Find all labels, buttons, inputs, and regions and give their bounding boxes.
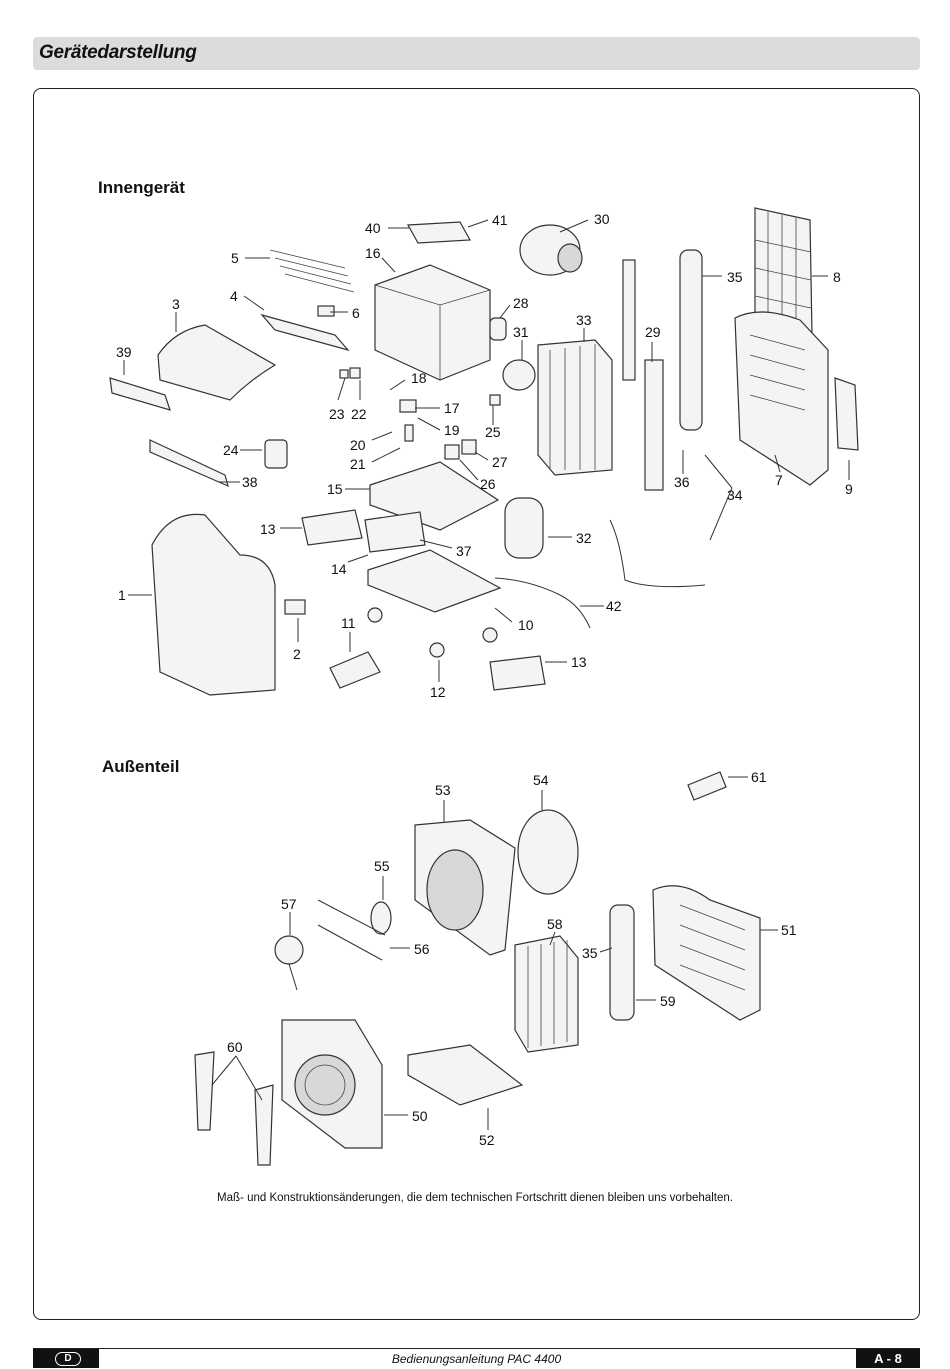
callout-15: 15	[327, 481, 343, 497]
callout-60: 60	[227, 1039, 243, 1055]
callout-21: 21	[350, 456, 366, 472]
callout-13b: 13	[571, 654, 587, 670]
callout-35b: 35	[582, 945, 598, 961]
callout-24: 24	[223, 442, 239, 458]
callout-29: 29	[645, 324, 661, 340]
callout-61: 61	[751, 769, 767, 785]
callout-35: 35	[727, 269, 743, 285]
callout-58: 58	[547, 916, 563, 932]
callout-1: 1	[118, 587, 126, 603]
callout-20: 20	[350, 437, 366, 453]
page-title: Gerätedarstellung	[39, 42, 197, 63]
callout-19: 19	[444, 422, 460, 438]
language-badge: D	[33, 1349, 99, 1368]
callout-16: 16	[365, 245, 381, 261]
callout-50: 50	[412, 1108, 428, 1124]
callout-8: 8	[833, 269, 841, 285]
callout-3: 3	[172, 296, 180, 312]
callout-53: 53	[435, 782, 451, 798]
disclaimer-note: Maß- und Konstruktionsänderungen, die de…	[217, 1192, 733, 1204]
callout-23: 23	[329, 406, 345, 422]
callout-9: 9	[845, 481, 853, 497]
callout-numbers: 40 41 30 5 16 35 8 4 28 3 6 33 31 29 39 …	[116, 211, 853, 1148]
callout-37: 37	[456, 543, 472, 559]
callout-4: 4	[230, 288, 238, 304]
callout-31: 31	[513, 324, 529, 340]
section-title-outdoor: Außenteil	[102, 757, 180, 776]
callout-27: 27	[492, 454, 508, 470]
indoor-parts	[109, 207, 859, 696]
callout-54: 54	[533, 772, 549, 788]
content-frame	[33, 88, 920, 1320]
callout-12: 12	[430, 684, 446, 700]
callout-39: 39	[116, 344, 132, 360]
callout-55: 55	[374, 858, 390, 874]
language-code: D	[55, 1352, 81, 1366]
callout-34: 34	[727, 487, 743, 503]
callout-28: 28	[513, 295, 529, 311]
callout-10: 10	[518, 617, 534, 633]
callout-17: 17	[444, 400, 460, 416]
callout-13: 13	[260, 521, 276, 537]
callout-38: 38	[242, 474, 258, 490]
callout-7: 7	[775, 472, 783, 488]
callout-32: 32	[576, 530, 592, 546]
callout-11: 11	[341, 615, 356, 631]
header-bar: Gerätedarstellung	[33, 37, 920, 70]
callout-41: 41	[492, 212, 508, 228]
callout-5: 5	[231, 250, 239, 266]
callout-6: 6	[352, 305, 360, 321]
callout-18: 18	[411, 370, 427, 386]
callout-26: 26	[480, 476, 496, 492]
callout-56: 56	[414, 941, 430, 957]
callout-30: 30	[594, 211, 610, 227]
callout-33: 33	[576, 312, 592, 328]
outdoor-parts	[194, 771, 761, 1166]
page-number: A - 8	[856, 1349, 920, 1368]
callout-14: 14	[331, 561, 347, 577]
leader-lines	[123, 219, 850, 1130]
callout-51: 51	[781, 922, 797, 938]
callout-57: 57	[281, 896, 297, 912]
manual-title: Bedienungsanleitung PAC 4400	[391, 1352, 562, 1366]
callout-36: 36	[674, 474, 690, 490]
callout-40: 40	[365, 220, 381, 236]
page-footer: D Bedienungsanleitung PAC 4400 A - 8	[33, 1348, 920, 1369]
callout-42: 42	[606, 598, 622, 614]
callout-59: 59	[660, 993, 676, 1009]
callout-22: 22	[351, 406, 367, 422]
callout-25: 25	[485, 424, 501, 440]
callout-52: 52	[479, 1132, 495, 1148]
section-title-indoor: Innengerät	[98, 178, 185, 197]
callout-2: 2	[293, 646, 301, 662]
